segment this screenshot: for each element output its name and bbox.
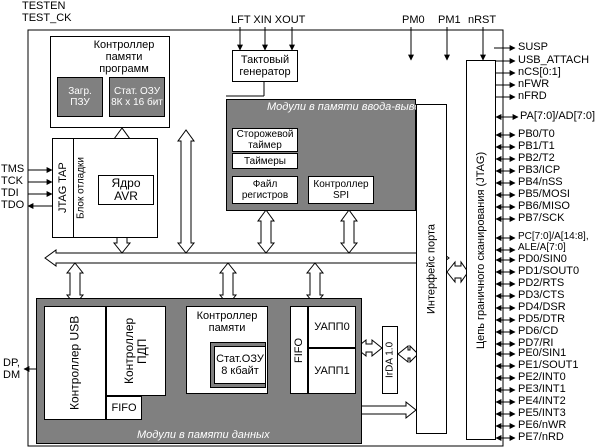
- usb-attach-pin-label: USB_ATTACH: [518, 54, 590, 66]
- program-memory-controller: Контроллер памяти программ Загр. ПЗУ Ста…: [50, 36, 170, 128]
- pb7-pin-label: PB7/SCK: [518, 212, 565, 224]
- usb-fifo-label: FIFO: [111, 402, 137, 414]
- pe2-pin-label: PE2/INT0: [518, 371, 566, 383]
- usb-fifo-block: FIFO: [106, 396, 142, 420]
- register-file-label: Файл регистров: [241, 179, 289, 201]
- clock-pins-label: LFT XIN XOUT: [231, 14, 306, 26]
- pd6-pin-label: PD6/CD: [518, 325, 559, 337]
- usb-controller-label: Контроллер USB: [67, 315, 82, 411]
- usb-controller-block: Контроллер USB: [44, 306, 106, 420]
- pc-pin-label: PC[7:0]/A[14:8],: [518, 231, 589, 242]
- spi-controller-block: Контроллер SPI: [308, 176, 374, 204]
- uart-fifo-label: FIFO: [293, 337, 305, 363]
- sram-8kb-label: Стат.ОЗУ 8 кбайт: [216, 353, 264, 377]
- tdi-pin-label: TDI: [1, 187, 19, 199]
- tdo-pin-label: TDO: [1, 199, 25, 211]
- dm-pin-label: DM: [3, 369, 21, 381]
- pb3-pin-label: PB3/ICP: [518, 164, 561, 176]
- pb1-pin-label: PB1/T1: [518, 140, 555, 152]
- pe6-pin-label: PE6/nWR: [518, 419, 567, 431]
- ncs-pin-label: nCS[0:1]: [518, 66, 561, 78]
- pe1-pin-label: PE1/SOUT1: [518, 359, 579, 371]
- pe3-pin-label: PE3/INT1: [518, 383, 566, 395]
- uart1-label: УАПП1: [314, 365, 350, 377]
- avr-core-block: Ядро AVR: [98, 175, 154, 205]
- clock-generator-label: Тактовый генератор: [239, 54, 291, 78]
- sram-8k-label: Стат. ОЗУ 8К x 16 бит: [111, 86, 163, 108]
- boot-rom-label: Загр. ПЗУ: [68, 86, 92, 108]
- uart-fifo-block: FIFO: [290, 306, 308, 394]
- pe5-pin-label: PE5/INT3: [518, 407, 566, 419]
- debug-unit-label: Блок отладки: [75, 157, 87, 220]
- pm1-pin-label: PM1: [438, 14, 461, 26]
- register-file-block: Файл регистров: [232, 176, 298, 204]
- pb6-pin-label: PB6/MISO: [518, 200, 570, 212]
- nfwr-pin-label: nFWR: [518, 78, 550, 90]
- pd7-pin-label: PD7/RI: [518, 337, 554, 349]
- pe7-pin-label: PE7/nRD: [518, 431, 564, 443]
- timers-block: Таймеры: [232, 153, 298, 169]
- uart1-block: УАПП1: [308, 348, 356, 394]
- nrst-pin-label: nRST: [468, 14, 497, 26]
- timers-label: Таймеры: [244, 155, 286, 167]
- susp-pin-label: SUSP: [518, 41, 548, 53]
- pm0-pin-label: PM0: [402, 14, 425, 26]
- pa-pin-label: PA[7:0]/AD[7:0]: [520, 110, 596, 122]
- port-interface-label: Интерфейс порта: [425, 224, 438, 314]
- program-memory-controller-label: Контроллер памяти программ: [93, 39, 155, 75]
- pd4-pin-label: PD4/DSR: [518, 301, 566, 313]
- dma-controller-label: Контроллер ПДП: [122, 317, 149, 385]
- uart0-label: УАПП0: [314, 321, 350, 333]
- pe0-pin-label: PE0/SIN1: [518, 347, 567, 359]
- tms-pin-label: TMS: [1, 163, 25, 175]
- pd0-pin-label: PD0/SIN0: [518, 253, 567, 265]
- boundary-scan-chain-label: Цепь граничного сканирования (JTAG): [475, 151, 487, 349]
- boot-rom-block: Загр. ПЗУ: [57, 77, 103, 117]
- clock-generator-block: Тактовый генератор: [232, 50, 298, 82]
- test-ck-pin-label: TEST_CK: [22, 12, 72, 24]
- pb4-pin-label: PB4/nSS: [518, 176, 563, 188]
- uart0-block: УАПП0: [308, 306, 356, 348]
- memory-controller-label: Контроллер памяти: [196, 310, 258, 334]
- boundary-scan-chain-block: Цепь граничного сканирования (JTAG): [466, 60, 496, 440]
- nfrd-pin-label: nFRD: [518, 90, 547, 102]
- testen-pin-label: TESTEN: [22, 0, 66, 12]
- pd1-pin-label: PD1/SOUT0: [518, 265, 580, 277]
- spi-controller-label: Контроллер SPI: [313, 179, 369, 201]
- pd2-pin-label: PD2/RTS: [518, 277, 565, 289]
- sram-8k-block: Стат. ОЗУ 8К x 16 бит: [109, 77, 165, 117]
- pb0-pin-label: PB0/T0: [518, 128, 555, 140]
- sram-8kb-block: Стат.ОЗУ 8 кбайт: [214, 346, 266, 384]
- dp-pin-label: DP,: [3, 357, 20, 369]
- avr-core-label: Ядро AVR: [111, 176, 141, 203]
- dma-controller-block: Контроллер ПДП: [106, 306, 166, 396]
- jtag-tap-block: JTAG TAP: [52, 138, 74, 238]
- tck-pin-label: TCK: [1, 175, 23, 187]
- pb5-pin-label: PB5/MOSI: [518, 188, 570, 200]
- watchdog-timer-block: Сторожевой таймер: [232, 128, 298, 152]
- port-interface-block: Интерфейс порта: [416, 104, 447, 434]
- io-memory-modules-label: Модули в памяти ввода-вывода: [267, 101, 433, 113]
- pb2-pin-label: PB2/T2: [518, 152, 555, 164]
- data-memory-modules-label: Модули в памяти данных: [137, 429, 270, 441]
- pd5-pin-label: PD5/DTR: [518, 313, 566, 325]
- irda-block: IrDA 1.0: [382, 326, 398, 394]
- watchdog-timer-label: Сторожевой таймер: [236, 129, 294, 151]
- jtag-tap-label: JTAG TAP: [57, 162, 69, 214]
- irda-label: IrDA 1.0: [384, 341, 396, 379]
- pe4-pin-label: PE4/INT2: [518, 395, 566, 407]
- ale-pin-label: ALE/A[7:0]: [518, 242, 566, 253]
- pd3-pin-label: PD3/CTS: [518, 289, 565, 301]
